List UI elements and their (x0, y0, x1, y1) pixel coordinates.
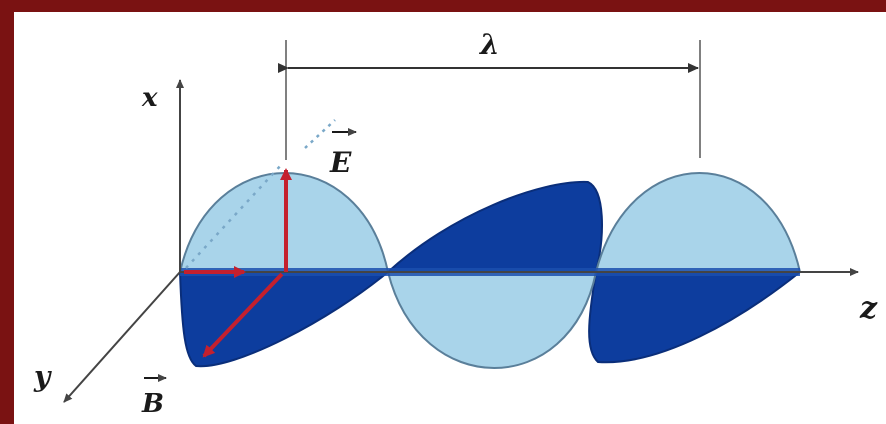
b-wave-lobe-2 (385, 180, 603, 273)
z-axis-label: z (859, 291, 878, 326)
x-axis-label: x (141, 83, 158, 113)
b-wave-lobe-1 (178, 271, 391, 368)
b-wave-lobe-3 (588, 271, 803, 364)
e-vector-guide (304, 119, 336, 149)
e-wave-lobe-2 (386, 271, 598, 369)
y-axis (63, 271, 181, 403)
em-wave-diagram: x y z λ E B (33, 28, 878, 419)
field-envelope-guide (185, 163, 283, 269)
e-field-label: E (329, 146, 352, 179)
e-wave-lobe-3 (594, 172, 802, 273)
wavelength-label: λ (479, 28, 500, 61)
diagram-frame: x y z λ E B (14, 12, 886, 424)
b-field-label: B (141, 389, 164, 419)
y-axis-label: y (33, 360, 52, 393)
b-field-vector (202, 272, 284, 358)
